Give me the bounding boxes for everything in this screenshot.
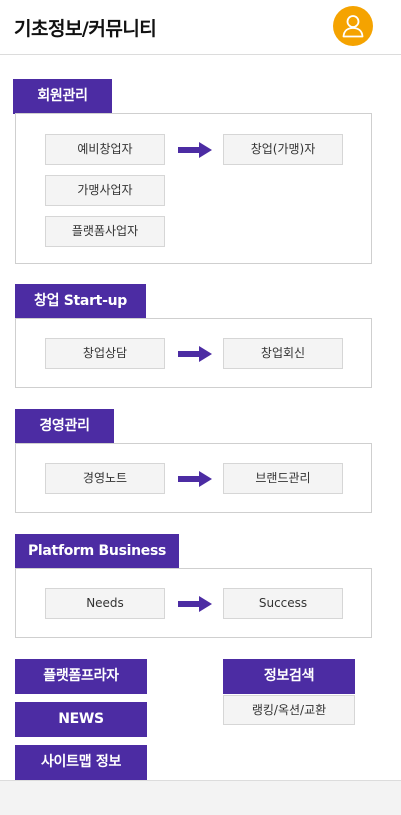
- sitemap-info-button[interactable]: 사이트맵 정보: [15, 745, 147, 780]
- startup-consult-button[interactable]: 창업상담: [45, 338, 165, 369]
- startup-reply-button[interactable]: 창업회신: [223, 338, 343, 369]
- news-button[interactable]: NEWS: [15, 702, 147, 737]
- header-bar: 기초정보/커뮤니티: [0, 0, 401, 55]
- section-title-startup: 창업 Start-up: [15, 284, 146, 319]
- section-title-platform-business: Platform Business: [15, 534, 179, 569]
- arrow-right-icon: [178, 142, 212, 158]
- member-item-prospective[interactable]: 예비창업자: [45, 134, 165, 165]
- user-icon: [342, 15, 364, 38]
- member-item-franchise[interactable]: 가맹사업자: [45, 175, 165, 206]
- page-title: 기초정보/커뮤니티: [14, 18, 157, 40]
- section-box-platform-business: Needs Success: [15, 568, 372, 638]
- section-box-startup: 창업상담 창업회신: [15, 318, 372, 388]
- section-title-member: 회원관리: [13, 79, 112, 114]
- section-box-management: 경영노트 브랜드관리: [15, 443, 372, 513]
- menu-content: 회원관리 예비창업자 창업(가맹)자 가맹사업자 플랫폼사업자 창업 Start…: [0, 55, 401, 781]
- arrow-right-icon: [178, 346, 212, 362]
- management-note-button[interactable]: 경영노트: [45, 463, 165, 494]
- arrow-right-icon: [178, 471, 212, 487]
- profile-button[interactable]: [333, 6, 373, 46]
- member-item-platform[interactable]: 플랫폼사업자: [45, 216, 165, 247]
- success-button[interactable]: Success: [223, 588, 343, 619]
- needs-button[interactable]: Needs: [45, 588, 165, 619]
- platform-plaza-button[interactable]: 플랫폼프라자: [15, 659, 147, 694]
- brand-management-button[interactable]: 브랜드관리: [223, 463, 343, 494]
- member-item-founder[interactable]: 창업(가맹)자: [223, 134, 343, 165]
- arrow-right-icon: [178, 596, 212, 612]
- ranking-auction-exchange-button[interactable]: 랭킹/옥션/교환: [223, 695, 355, 725]
- info-search-button[interactable]: 정보검색: [223, 659, 355, 694]
- section-title-management: 경영관리: [15, 409, 114, 444]
- section-box-member: 예비창업자 창업(가맹)자 가맹사업자 플랫폼사업자: [15, 113, 372, 264]
